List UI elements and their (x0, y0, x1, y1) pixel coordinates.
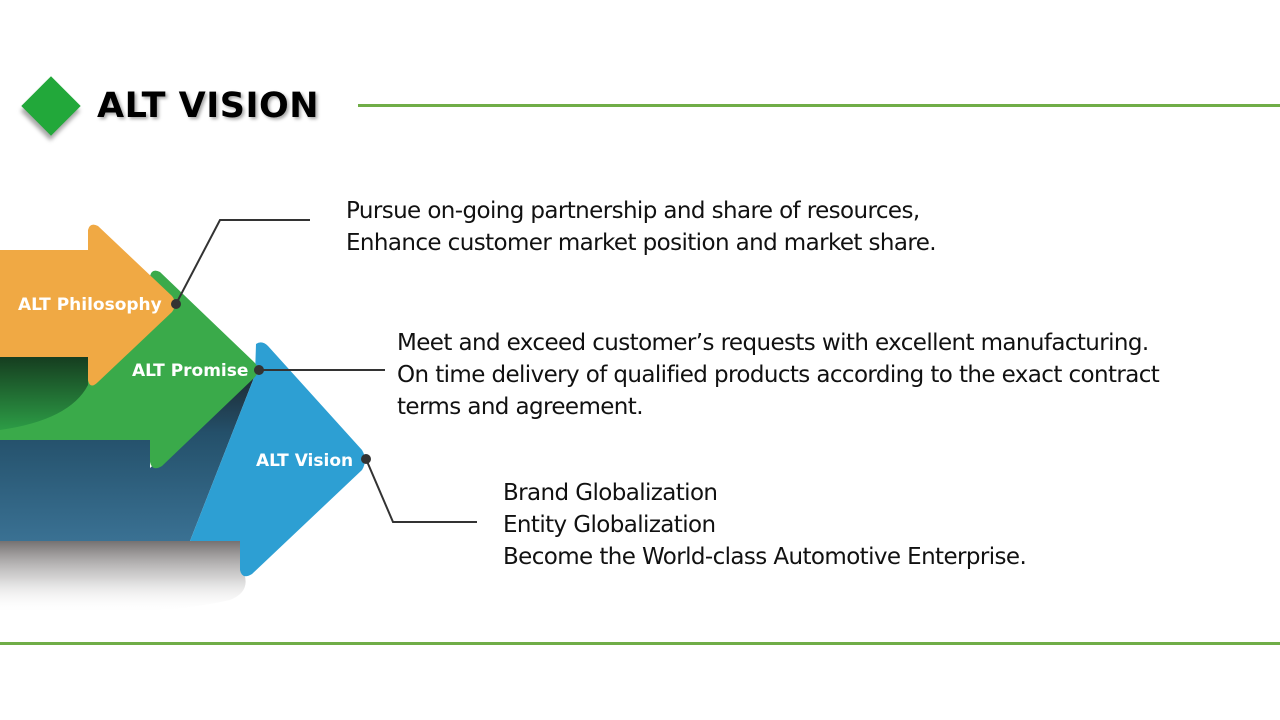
description-line: terms and agreement. (397, 394, 644, 420)
callout-line-philosophy (175, 219, 310, 305)
header-divider (358, 104, 1280, 107)
promise-description: Meet and exceed customer’s requests with… (397, 327, 1160, 423)
description-line: On time delivery of qualified products a… (397, 362, 1160, 388)
promise-label: ALT Promise (132, 361, 248, 381)
description-line: Brand Globalization (503, 480, 718, 506)
footer-divider (0, 642, 1280, 645)
diagram-shadow (0, 541, 246, 614)
description-line: Pursue on-going partnership and share of… (346, 198, 920, 224)
vision-label: ALT Vision (256, 451, 353, 471)
description-line: Meet and exceed customer’s requests with… (397, 330, 1149, 356)
philosophy-description: Pursue on-going partnership and share of… (346, 195, 937, 259)
callout-dot-philosophy (171, 299, 181, 309)
callout-line-vision (365, 458, 477, 523)
vision-description: Brand Globalization Entity Globalization… (503, 477, 1027, 573)
description-line: Entity Globalization (503, 512, 716, 538)
description-line: Become the World-class Automotive Enterp… (503, 544, 1027, 570)
philosophy-label: ALT Philosophy (18, 295, 162, 315)
philosophy-arrow-shadow (0, 357, 88, 430)
vision-arrow-body (0, 375, 255, 541)
callout-dot-promise (254, 365, 264, 375)
description-line: Enhance customer market position and mar… (346, 230, 937, 256)
philosophy-arrow (0, 224, 175, 386)
callout-dot-vision (361, 454, 371, 464)
vision-arrow (190, 342, 365, 577)
page-title: ALT VISION (97, 86, 320, 126)
